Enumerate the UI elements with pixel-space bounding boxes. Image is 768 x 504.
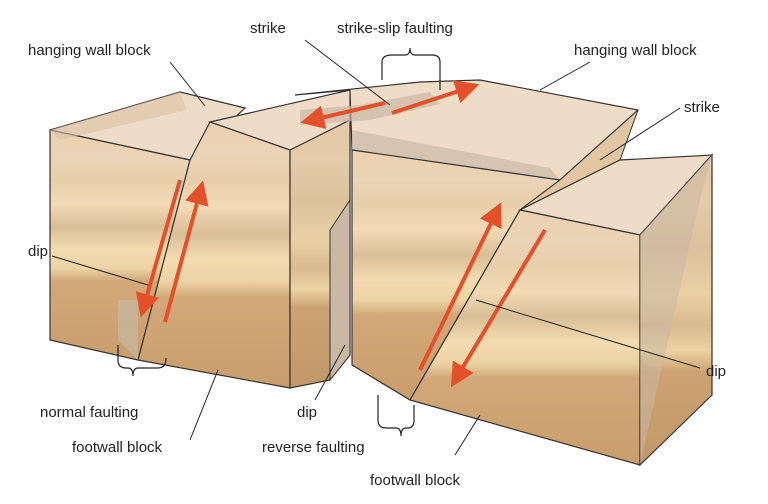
motion-arrows bbox=[135, 80, 547, 388]
label-dip-middle: dip bbox=[297, 404, 317, 421]
right-footwall-block bbox=[409, 153, 714, 467]
label-dip-left: dip bbox=[28, 243, 48, 260]
strike-slip-brace bbox=[381, 47, 441, 90]
leader-hanging-right bbox=[539, 61, 591, 91]
label-reverse-faulting: reverse faulting bbox=[262, 439, 365, 456]
leader-lines bbox=[51, 39, 701, 456]
reverse-fault-up-arrow bbox=[418, 202, 502, 371]
left-top-band bbox=[50, 92, 187, 140]
leader-dip-right bbox=[475, 299, 701, 369]
normal-fault-down-arrow bbox=[135, 179, 182, 318]
leader-strike-top bbox=[304, 39, 391, 106]
label-normal-faulting: normal faulting bbox=[40, 404, 138, 421]
left-fault-plane bbox=[118, 300, 138, 360]
middle-fault-plane bbox=[329, 198, 351, 382]
strike-slip-right-arrow bbox=[391, 80, 480, 115]
leader-footwall-left bbox=[189, 369, 219, 441]
label-hanging-wall-left: hanging wall block bbox=[28, 42, 151, 59]
leader-strike-right bbox=[599, 107, 681, 161]
left-hanging-wall-block bbox=[49, 91, 247, 361]
normal-faulting-brace bbox=[117, 345, 167, 377]
label-dip-right: dip bbox=[706, 363, 726, 380]
label-strike-top: strike bbox=[250, 20, 286, 37]
label-strike-slip: strike-slip faulting bbox=[337, 20, 453, 37]
label-strike-right: strike bbox=[684, 99, 720, 116]
leader-footwall-right bbox=[454, 414, 481, 456]
normal-fault-up-arrow bbox=[163, 180, 209, 323]
label-hanging-wall-right: hanging wall block bbox=[574, 42, 697, 59]
label-footwall-left: footwall block bbox=[72, 439, 163, 456]
leader-hanging-left bbox=[169, 61, 206, 107]
leader-dip-left bbox=[51, 255, 149, 286]
reverse-faulting-brace bbox=[377, 395, 415, 437]
right-fault-trace bbox=[640, 155, 712, 465]
strike-slip-left-arrow bbox=[300, 101, 386, 129]
leader-dip-middle bbox=[314, 344, 346, 401]
reverse-fault-down-arrow bbox=[450, 228, 547, 388]
left-footwall-block bbox=[137, 89, 351, 389]
label-footwall-right: footwall block bbox=[370, 472, 461, 489]
center-top-strip bbox=[352, 130, 560, 180]
